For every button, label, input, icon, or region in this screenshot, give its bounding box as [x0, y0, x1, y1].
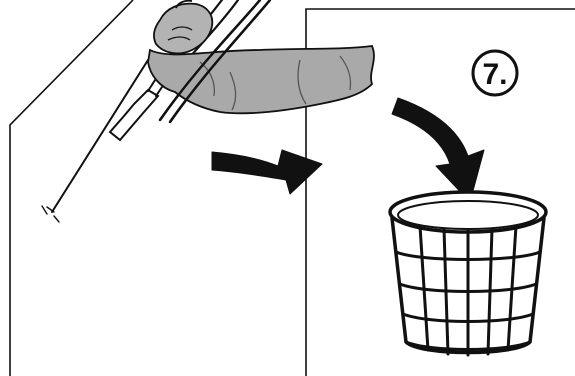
step-number-label: 7.	[482, 58, 507, 91]
step-number-badge: 7.	[473, 51, 517, 95]
curved-down-arrow-icon	[392, 98, 484, 202]
wastebasket-icon	[390, 192, 546, 355]
gloved-hand-icon	[148, 0, 374, 122]
left-panel-frame	[10, 0, 133, 376]
